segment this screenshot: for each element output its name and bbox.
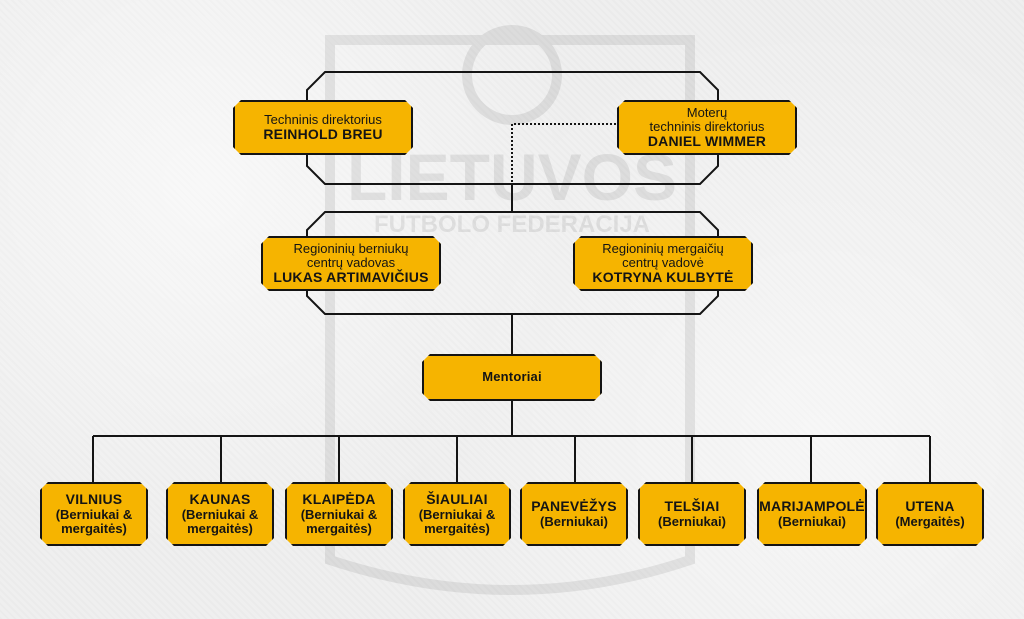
women-technical-director-node: Moterų techninis direktorius DANIEL WIMM…: [617, 100, 797, 155]
women-td-title-line1: Moterų: [686, 104, 728, 120]
boys-head-name: LUKAS ARTIMAVIČIUS: [273, 268, 429, 285]
city-detail-line2: mergaitės): [61, 520, 127, 536]
city-name: MARIJAMPOLĖ: [759, 498, 865, 515]
dotted-women-link: [511, 123, 620, 184]
city-detail-line2: mergaitės): [306, 520, 372, 536]
city-detail-line1: (Berniukai &: [55, 506, 133, 522]
city-node-klaipeda: KLAIPĖDA (Berniukai & mergaitės): [285, 482, 393, 546]
technical-director-title: Techninis direktorius: [264, 111, 382, 127]
city-node-vilnius: VILNIUS (Berniukai & mergaitės): [40, 482, 148, 546]
watermark-text-2: FUTBOLO FEDERACIJA: [374, 211, 650, 238]
city-detail-line1: (Berniukai): [658, 513, 726, 529]
city-node-kaunas: KAUNAS (Berniukai & mergaitės): [166, 482, 274, 546]
women-td-name: DANIEL WIMMER: [647, 132, 767, 149]
girls-head-name: KOTRYNA KULBYTĖ: [592, 268, 734, 285]
city-name: KLAIPĖDA: [302, 491, 376, 508]
city-node-utena: UTENA (Mergaitės): [876, 482, 984, 546]
girls-regional-head-node: Regioninių mergaičių centrų vadovė KOTRY…: [573, 236, 753, 291]
city-detail-line1: (Berniukai &: [181, 506, 259, 522]
watermark-ball: [462, 25, 562, 125]
mentors-node: Mentoriai: [422, 354, 602, 401]
girls-head-title-line1: Regioninių mergaičių: [602, 240, 724, 256]
city-detail-line1: (Berniukai): [778, 513, 846, 529]
women-td-title-line2: techninis direktorius: [649, 118, 765, 134]
technical-director-name: REINHOLD BREU: [263, 125, 383, 142]
city-name: PANEVĖŽYS: [531, 498, 617, 515]
city-detail-line1: (Mergaitės): [895, 513, 965, 529]
girls-head-title-line2: centrų vadovė: [622, 254, 704, 270]
boys-head-title-line2: centrų vadovas: [306, 254, 396, 270]
city-detail-line2: mergaitės): [187, 520, 253, 536]
city-node-siauliai: ŠIAULIAI (Berniukai & mergaitės): [403, 482, 511, 546]
city-detail-line1: (Berniukai &: [300, 506, 378, 522]
city-detail-line1: (Berniukai &: [418, 506, 496, 522]
city-name: TELŠIAI: [664, 498, 720, 515]
city-name: VILNIUS: [65, 491, 123, 508]
connectors: [92, 71, 931, 482]
city-node-panevezys: PANEVĖŽYS (Berniukai): [520, 482, 628, 546]
boys-regional-head-node: Regioninių berniukų centrų vadovas LUKAS…: [261, 236, 441, 291]
city-node-marijampole: MARIJAMPOLĖ (Berniukai): [757, 482, 867, 546]
city-name: UTENA: [905, 498, 955, 515]
city-node-telsiai: TELŠIAI (Berniukai): [638, 482, 746, 546]
city-name: ŠIAULIAI: [426, 491, 488, 508]
technical-director-node: Techninis direktorius REINHOLD BREU: [233, 100, 413, 155]
city-detail-line1: (Berniukai): [540, 513, 608, 529]
boys-head-title-line1: Regioninių berniukų: [293, 240, 409, 256]
city-name: KAUNAS: [189, 491, 251, 508]
city-detail-line2: mergaitės): [424, 520, 490, 536]
mentors-label: Mentoriai: [482, 369, 542, 385]
watermark-shield: [325, 35, 695, 595]
